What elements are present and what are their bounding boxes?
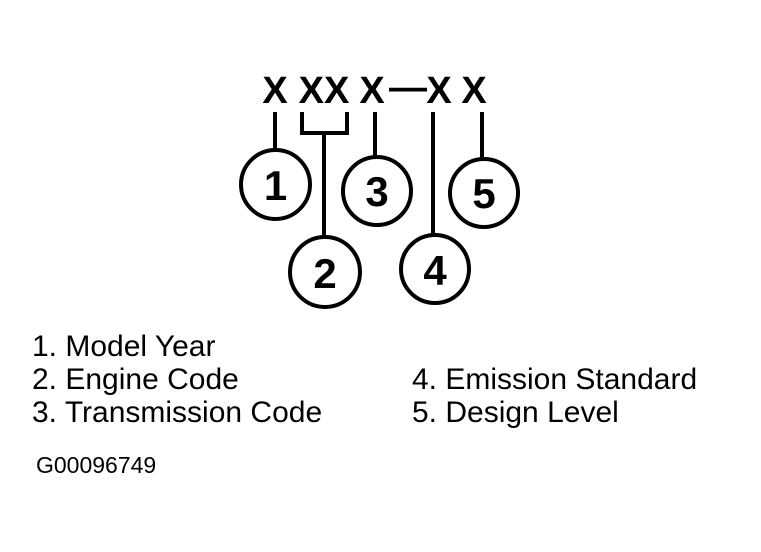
figure-id: G00096749	[36, 452, 157, 478]
callout-5: 5	[448, 157, 520, 229]
callout-circle-3	[341, 155, 413, 227]
code-breakdown-diagram: X XX X — X X 1 2 3 4	[239, 67, 520, 309]
legend-item-transmission-code: 3. Transmission Code	[32, 396, 323, 429]
callout-4: 4	[399, 233, 471, 305]
code-segment-2: XX	[299, 70, 350, 112]
connector-bracket-2	[300, 112, 349, 135]
legend-item-engine-code: 2. Engine Code	[32, 363, 239, 396]
callout-number-5: 5	[472, 170, 495, 217]
callout-circle-4	[399, 233, 471, 305]
code-dash: —	[389, 67, 427, 109]
callout-number-4: 4	[423, 247, 447, 294]
legend-item-design-level: 5. Design Level	[412, 396, 619, 429]
callout-number-1: 1	[264, 162, 287, 209]
callout-1: 1	[239, 148, 312, 221]
callout-number-2: 2	[313, 250, 336, 297]
code-row: X XX X — X X	[262, 67, 487, 112]
legend-item-model-year: 1. Model Year	[32, 330, 216, 363]
callout-number-3: 3	[365, 168, 388, 215]
callout-3: 3	[341, 155, 413, 227]
callout-circle-1	[239, 148, 312, 221]
code-segment-4: X	[426, 70, 452, 112]
callout-circle-2	[288, 235, 362, 309]
code-segment-5: X	[461, 70, 487, 112]
code-segment-1: X	[262, 70, 288, 112]
code-segment-3: X	[359, 70, 385, 112]
callout-2: 2	[288, 235, 362, 309]
callout-circle-5	[448, 157, 520, 229]
legend-item-emission-standard: 4. Emission Standard	[412, 363, 698, 396]
